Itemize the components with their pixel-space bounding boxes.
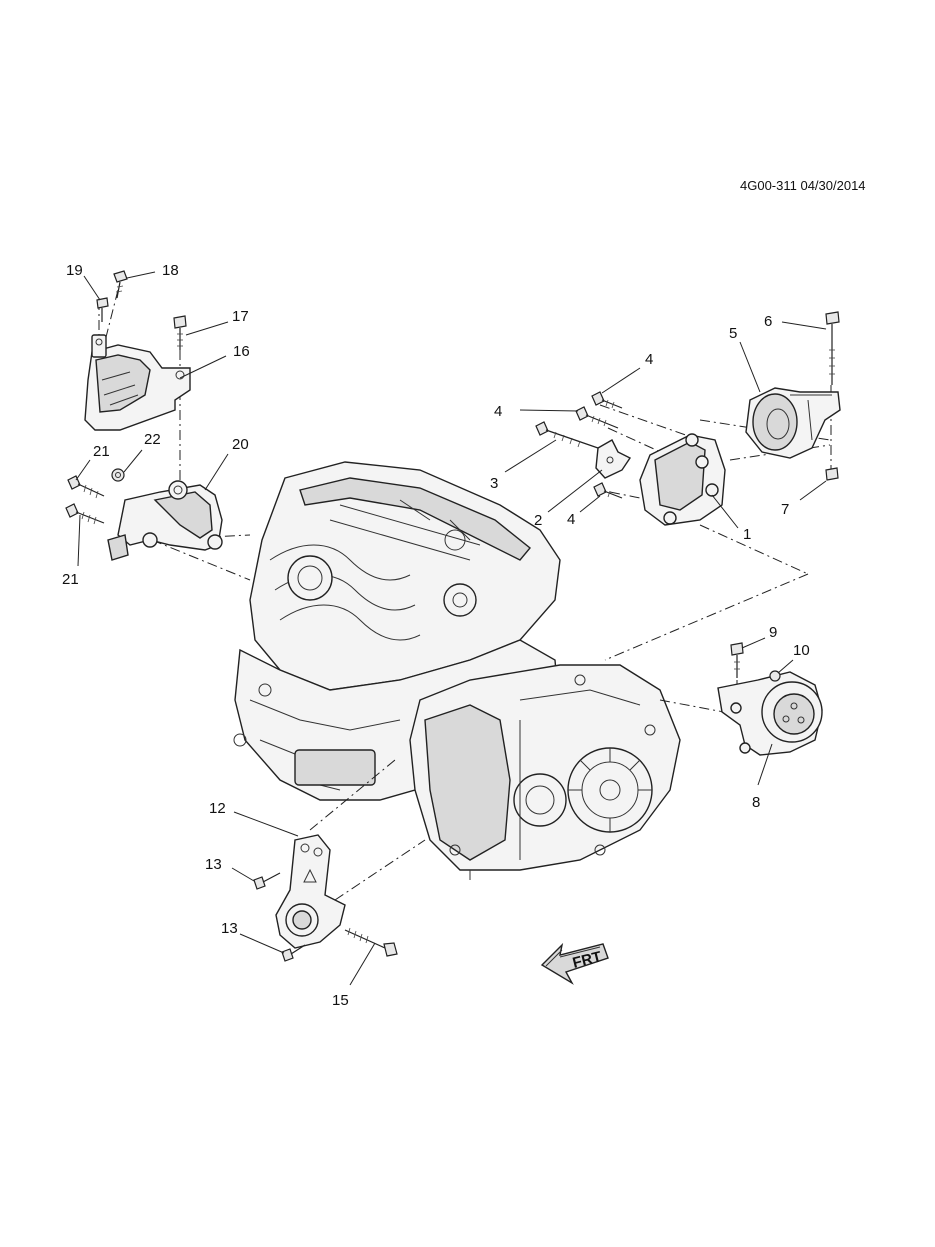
transaxle-mount-part-8 <box>717 671 823 756</box>
callout-12: 12 <box>209 800 226 817</box>
left-upper-mount-part-16 <box>84 334 191 431</box>
fasteners <box>65 270 840 962</box>
nut-part-10 <box>769 670 781 682</box>
front-direction-arrow: FRT <box>540 942 609 985</box>
front-direction-label: FRT <box>571 948 603 972</box>
shield-plate-part-2 <box>595 439 632 479</box>
callout-5: 5 <box>729 325 737 342</box>
bolt-part-21-lower <box>65 503 105 525</box>
callout-19: 19 <box>66 262 83 279</box>
leader-lines <box>75 271 827 986</box>
bolt-part-4-middle <box>575 406 619 429</box>
engine-assembly <box>233 461 681 880</box>
callout-21-upper: 21 <box>93 443 110 460</box>
callout-4-upper: 4 <box>645 351 653 368</box>
callout-10: 10 <box>793 642 810 659</box>
callout-17: 17 <box>232 308 249 325</box>
callout-4-lower: 4 <box>567 511 575 528</box>
callout-6: 6 <box>764 313 772 330</box>
callout-2: 2 <box>534 512 542 529</box>
callout-labels: 1 2 3 4 4 4 5 6 7 8 9 10 12 13 13 15 16 … <box>62 262 810 1009</box>
bolt-part-3 <box>535 421 599 449</box>
callout-20: 20 <box>232 436 249 453</box>
drawing-id-stamp: 4G00-311 04/30/2014 <box>740 178 866 193</box>
callout-7: 7 <box>781 501 789 518</box>
bolt-part-17 <box>173 315 187 350</box>
bolt-part-9 <box>730 642 744 678</box>
callout-13-lower: 13 <box>221 920 238 937</box>
callout-16: 16 <box>233 343 250 360</box>
bolt-part-15 <box>344 927 398 957</box>
callout-18: 18 <box>162 262 179 279</box>
bolt-part-13-lower <box>281 944 306 962</box>
nut-part-7 <box>825 467 839 481</box>
right-mount-bracket-part-1 <box>639 433 726 526</box>
bolt-part-19 <box>96 297 109 322</box>
bolt-part-21-upper <box>67 475 105 499</box>
right-mount-insulator-part-5 <box>745 387 841 459</box>
callout-1: 1 <box>743 526 751 543</box>
bolt-part-4-upper <box>591 391 623 409</box>
callout-3: 3 <box>490 475 498 492</box>
callout-13-upper: 13 <box>205 856 222 873</box>
left-mount-bracket-part-20 <box>107 480 223 561</box>
callout-21-lower: 21 <box>62 571 79 588</box>
callout-4-middle: 4 <box>494 403 502 420</box>
callout-15: 15 <box>332 992 349 1009</box>
nut-part-22 <box>111 468 125 482</box>
rear-torque-mount-part-12 <box>275 834 346 949</box>
callout-8: 8 <box>752 794 760 811</box>
bolt-part-18 <box>113 270 128 299</box>
bolt-part-4-lower <box>593 482 623 499</box>
callout-9: 9 <box>769 624 777 641</box>
callout-22: 22 <box>144 431 161 448</box>
bolt-part-6 <box>825 311 840 385</box>
bolt-part-13-upper <box>253 872 281 890</box>
